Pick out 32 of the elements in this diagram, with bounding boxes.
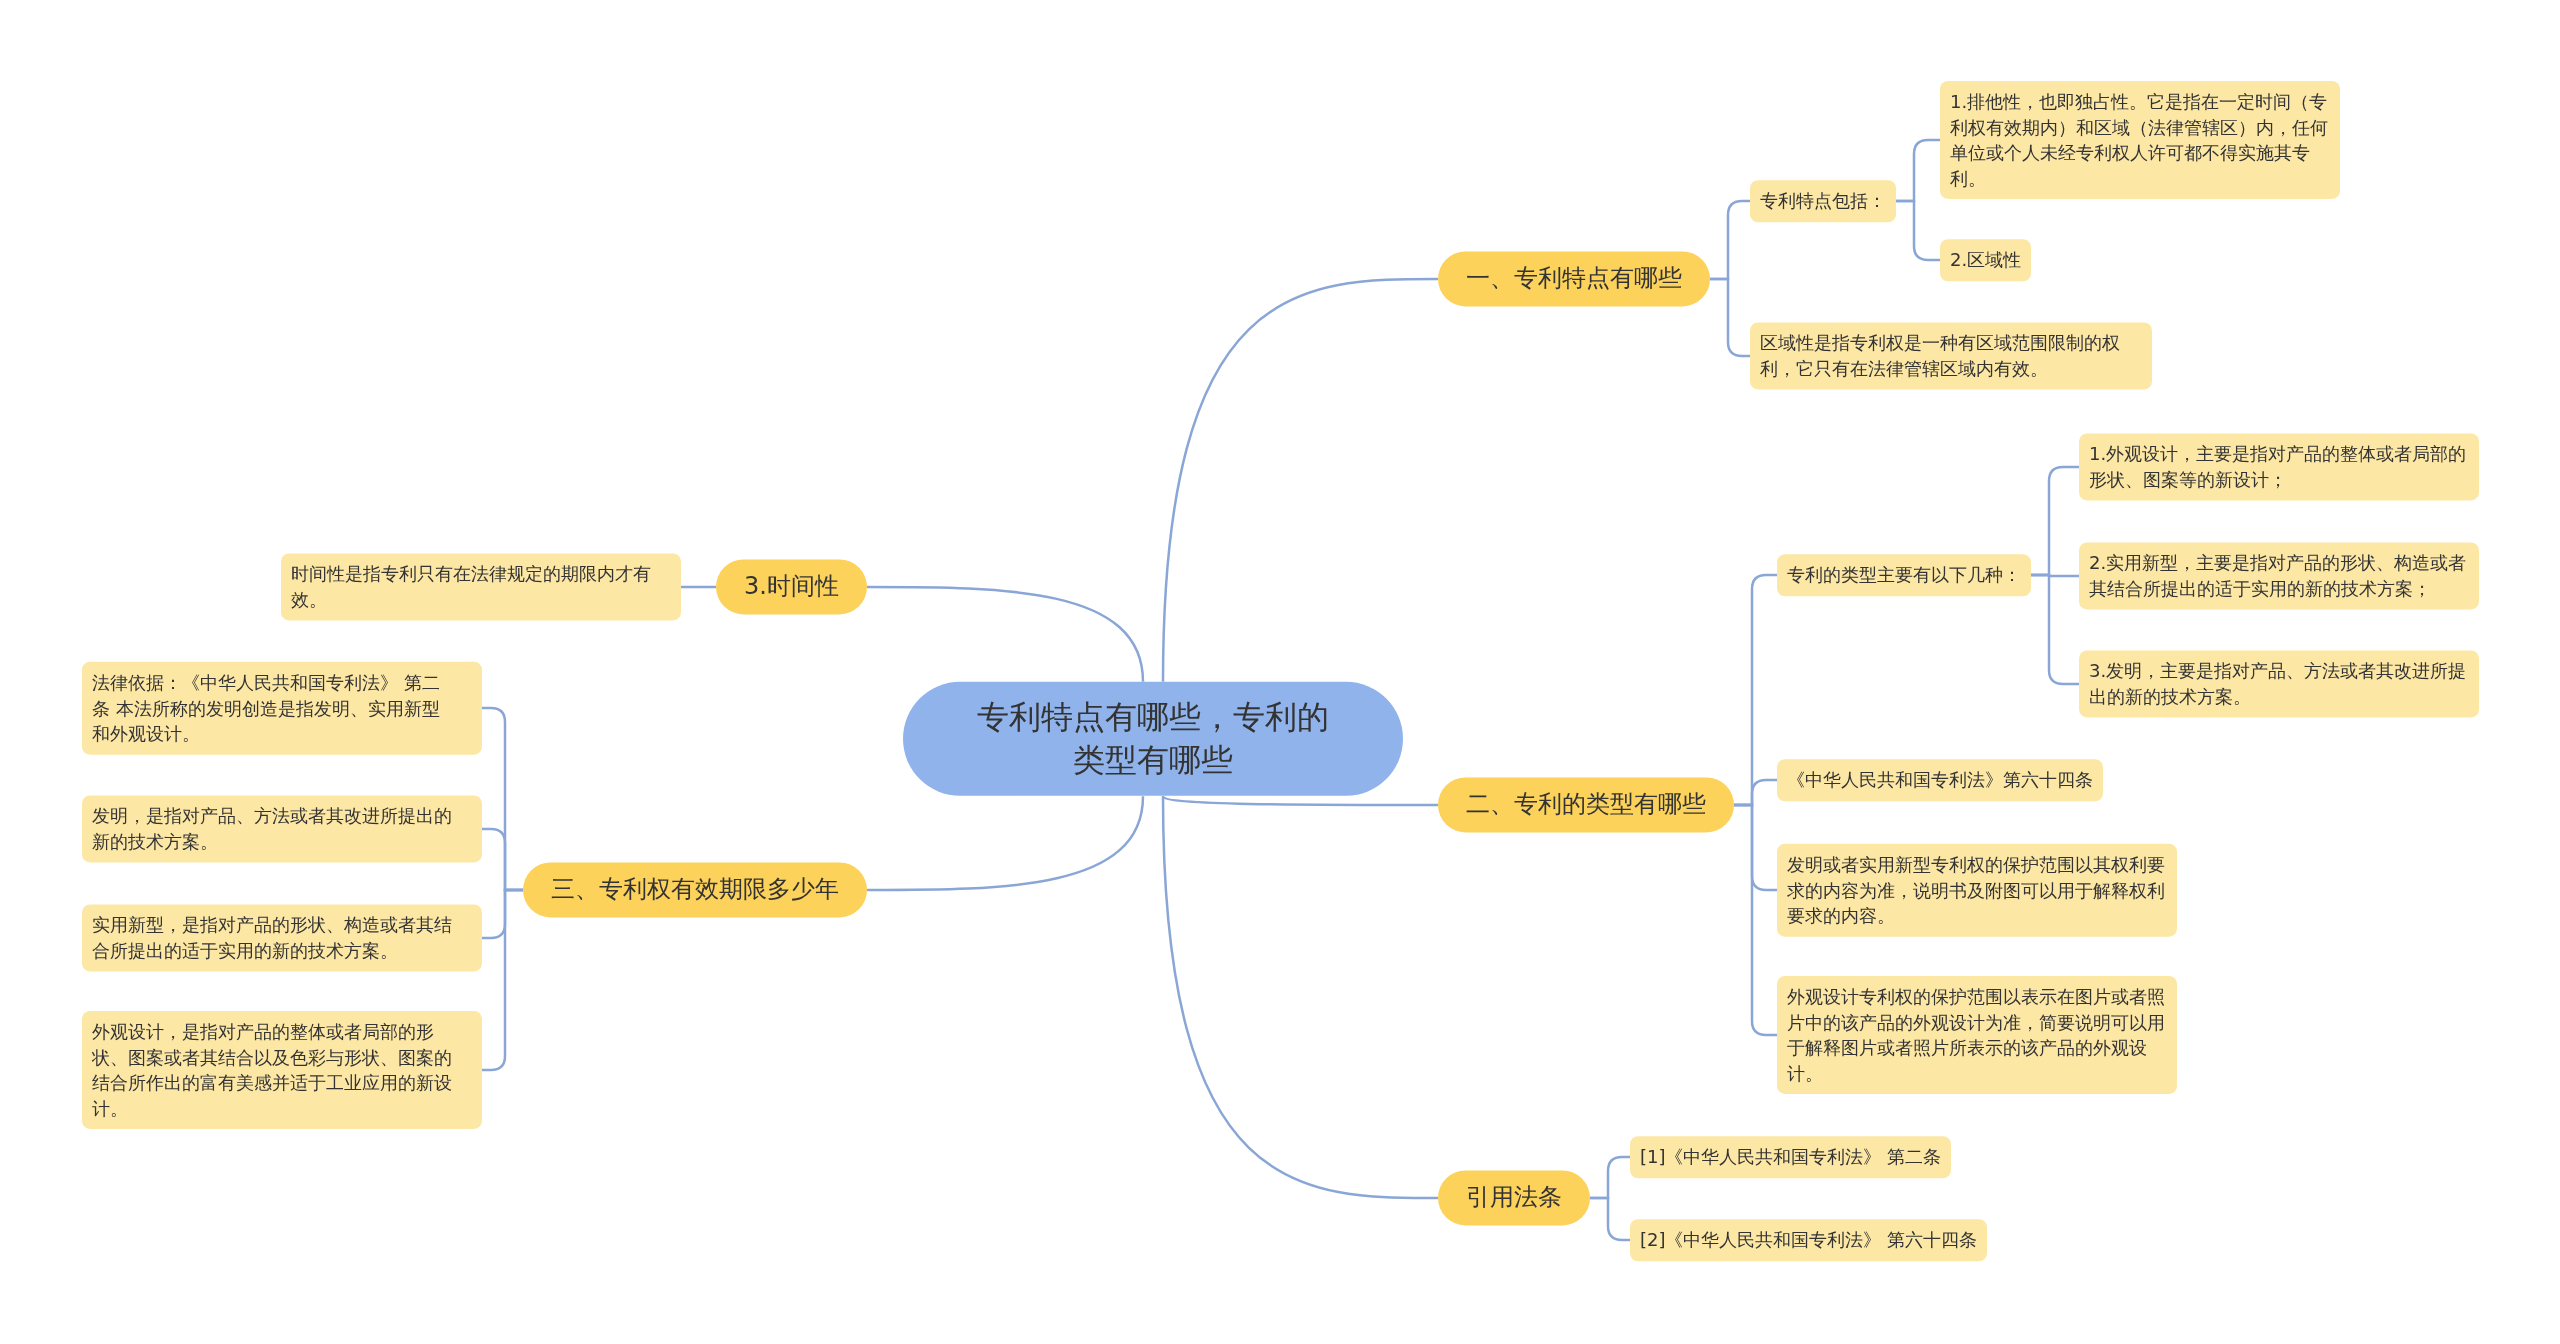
subtopic-box: 2.区域性 (1940, 239, 2032, 281)
subtopic-box: 2.实用新型，主要是指对产品的形状、构造或者其结合所提出的适于实用的新的技术方案； (2079, 542, 2479, 610)
central-topic: 专利特点有哪些，专利的类型有哪些 (903, 681, 1403, 797)
connector-line (1161, 277, 1438, 682)
topic-box: 一、专利特点有哪些 (1438, 251, 1710, 307)
connector-line (867, 796, 1145, 892)
subtopic-box: 3.发明，主要是指对产品、方法或者其改进所提出的新的技术方案。 (2079, 650, 2479, 718)
subtopic-box: 专利特点包括： (1750, 180, 1896, 222)
connector-line (1162, 795, 1438, 807)
connector-line (867, 585, 1145, 682)
subtopic-box: 外观设计专利权的保护范围以表示在图片或者照片中的该产品的外观设计为准，简要说明可以用于解释图片或者照片所表示的该产品的外观设计。 (1777, 975, 2177, 1095)
subtopic-box: 法律依据：《中华人民共和国专利法》 第二条 本法所称的发明创造是指发明、实用新型和外观设计。 (82, 661, 482, 755)
subtopic-box: 《中华人民共和国专利法》第六十四条 (1777, 759, 2103, 801)
subtopic-box: [1]《中华人民共和国专利法》 第二条 (1630, 1136, 1952, 1178)
subtopic-box: 外观设计，是指对产品的整体或者局部的形状、图案或者其结合以及色彩与形状、图案的结合所作出的富有美感并适于工业应用的新设计。 (82, 1010, 482, 1130)
subtopic-box: 时间性是指专利只有在法律规定的期限内才有效。 (281, 553, 681, 621)
connector-line (1710, 277, 1750, 358)
subtopic-box: 发明或者实用新型专利权的保护范围以其权利要求的内容为准，说明书及附图可以用于解释权利要求的内容。 (1777, 843, 2177, 937)
subtopic-box: 1.外观设计，主要是指对产品的整体或者局部的形状、图案等的新设计； (2079, 433, 2479, 501)
topic-box: 3.时间性 (716, 559, 867, 615)
subtopic-box: 区域性是指专利权是一种有区域范围限制的权利，它只有在法律管辖区域内有效。 (1750, 322, 2152, 390)
connector-line (1161, 796, 1438, 1200)
subtopic-box: 1.排他性，也即独占性。它是指在一定时间（专利权有效期内）和区域（法律管辖区）内，任何单位或个人未经专利权人许可都不得实施其专利。 (1940, 80, 2340, 200)
connector-line (1590, 1196, 1630, 1242)
subtopic-box: 实用新型，是指对产品的形状、构造或者其结合所提出的适于实用的新的技术方案。 (82, 904, 482, 972)
subtopic-box: 发明，是指对产品、方法或者其改进所提出的新的技术方案。 (82, 795, 482, 863)
connector-line (681, 585, 717, 589)
topic-box: 引用法条 (1438, 1170, 1590, 1226)
subtopic-box: [2]《中华人民共和国专利法》 第六十四条 (1630, 1219, 1988, 1261)
subtopic-box: 专利的类型主要有以下几种： (1777, 554, 2031, 596)
topic-box: 二、专利的类型有哪些 (1438, 777, 1734, 833)
topic-box: 三、专利权有效期限多少年 (523, 862, 867, 918)
